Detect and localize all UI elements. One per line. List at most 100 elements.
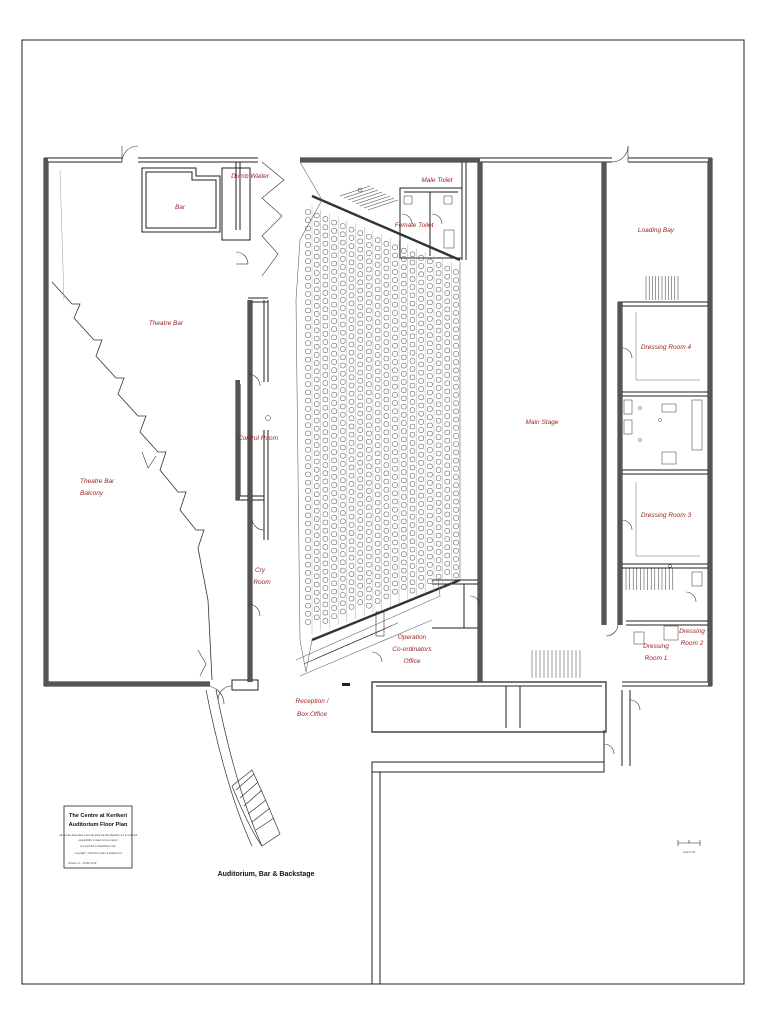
seat [444,397,450,403]
seat [366,275,372,281]
seat [331,367,337,373]
seat [427,578,433,584]
seat [409,399,416,405]
seat [357,468,363,474]
seat [340,567,346,574]
seat [444,356,450,362]
seat [435,434,442,440]
seat [331,408,337,414]
seat [340,453,346,459]
seat [340,461,346,467]
seat [383,314,390,321]
seat [392,343,398,349]
seat [322,454,329,460]
seat [427,545,433,552]
seat [383,552,390,559]
seat [435,573,442,580]
seat [305,389,311,396]
seat [322,323,329,329]
seat [401,559,407,566]
label-operation-line3: Office [404,658,421,665]
seat [357,460,363,466]
seat [366,258,372,264]
seat [357,386,363,392]
seat [453,433,459,439]
seat [322,437,329,444]
seat [392,318,398,324]
seat [409,259,416,266]
seat [401,551,407,557]
seat [401,313,407,320]
seat [366,603,372,609]
seat [392,457,398,464]
seat [374,598,381,604]
seat [409,374,416,381]
seat [383,593,390,600]
seat [453,498,459,505]
seat [357,320,363,327]
seat [340,330,346,336]
seat [322,216,329,222]
seat [331,498,337,505]
seat [374,311,381,317]
seat [366,594,372,601]
seat [366,250,372,256]
seat [348,325,355,331]
seat [305,611,311,617]
seat [427,496,433,502]
seat [340,600,346,606]
seat [418,452,424,458]
label-theatre-bar: Theatre Bar [149,320,184,327]
seat [435,344,442,350]
seat [340,494,346,500]
seat [322,503,329,509]
seat [357,296,363,302]
seat [305,283,311,289]
seat [348,464,355,471]
seat [340,305,346,311]
seat [357,542,363,548]
seat [374,303,381,309]
seat [392,515,398,521]
seat [340,379,346,385]
seat [435,450,442,457]
seat [374,483,381,489]
seat [435,270,442,276]
seat [314,557,320,563]
seat [418,534,424,540]
seat [392,269,398,275]
seat [357,279,363,286]
seat [444,405,450,411]
seat [348,349,355,356]
seat [331,269,337,275]
auditorium-lower-wall [311,578,461,642]
seat [305,594,311,601]
seat [418,468,424,474]
seat [348,522,355,528]
seat [435,459,442,465]
seat [305,504,311,510]
seat [322,405,329,411]
seat [392,351,398,357]
seat [427,414,433,420]
seat [340,387,346,393]
seat [305,463,311,469]
seat [348,333,355,339]
seat [314,442,320,448]
seat [401,453,407,459]
seat [444,561,450,567]
seat [427,406,433,412]
seat [427,562,433,568]
seat [418,427,424,433]
seat [340,289,346,295]
seat [427,348,433,355]
seat [340,551,346,557]
seat [340,469,346,475]
seat [314,532,320,538]
seat [427,529,433,535]
seat [331,351,337,357]
seat [409,481,416,487]
seat [418,337,424,343]
seat [322,610,329,616]
seat [314,491,320,497]
